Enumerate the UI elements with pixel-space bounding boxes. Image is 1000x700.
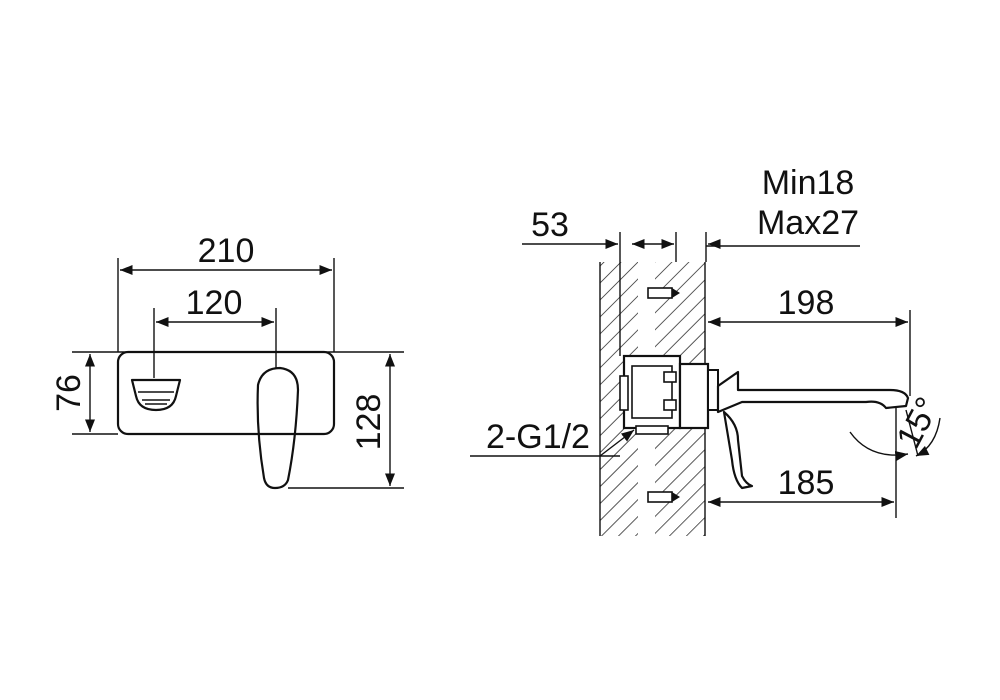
wall-thickness-max: Max27 <box>757 204 859 242</box>
dimension-120: 120 <box>186 284 243 322</box>
dimension-53: 53 <box>531 206 569 244</box>
dimension-210: 210 <box>198 232 255 270</box>
angle-15: 15° <box>889 391 947 454</box>
dimension-198: 198 <box>778 284 835 322</box>
dimension-185: 185 <box>778 464 835 502</box>
side-view: 53 Min18 Max27 198 185 2-G1/2 15° <box>470 164 947 536</box>
wall-thickness-min: Min18 <box>762 164 855 202</box>
valve-body <box>619 354 719 435</box>
side-lever <box>722 410 754 490</box>
lever-handle <box>256 366 300 490</box>
dimension-76: 76 <box>50 374 88 412</box>
wall-plate <box>116 350 336 436</box>
mounting-screw-bottom <box>647 491 680 503</box>
dimension-128: 128 <box>350 394 388 451</box>
mounting-screw-top <box>647 287 680 299</box>
outlet-knob <box>130 378 182 412</box>
connection-size: 2-G1/2 <box>486 418 590 456</box>
front-view: 210 120 76 128 <box>50 232 404 490</box>
spout <box>716 370 910 414</box>
angle-arc <box>849 431 909 461</box>
